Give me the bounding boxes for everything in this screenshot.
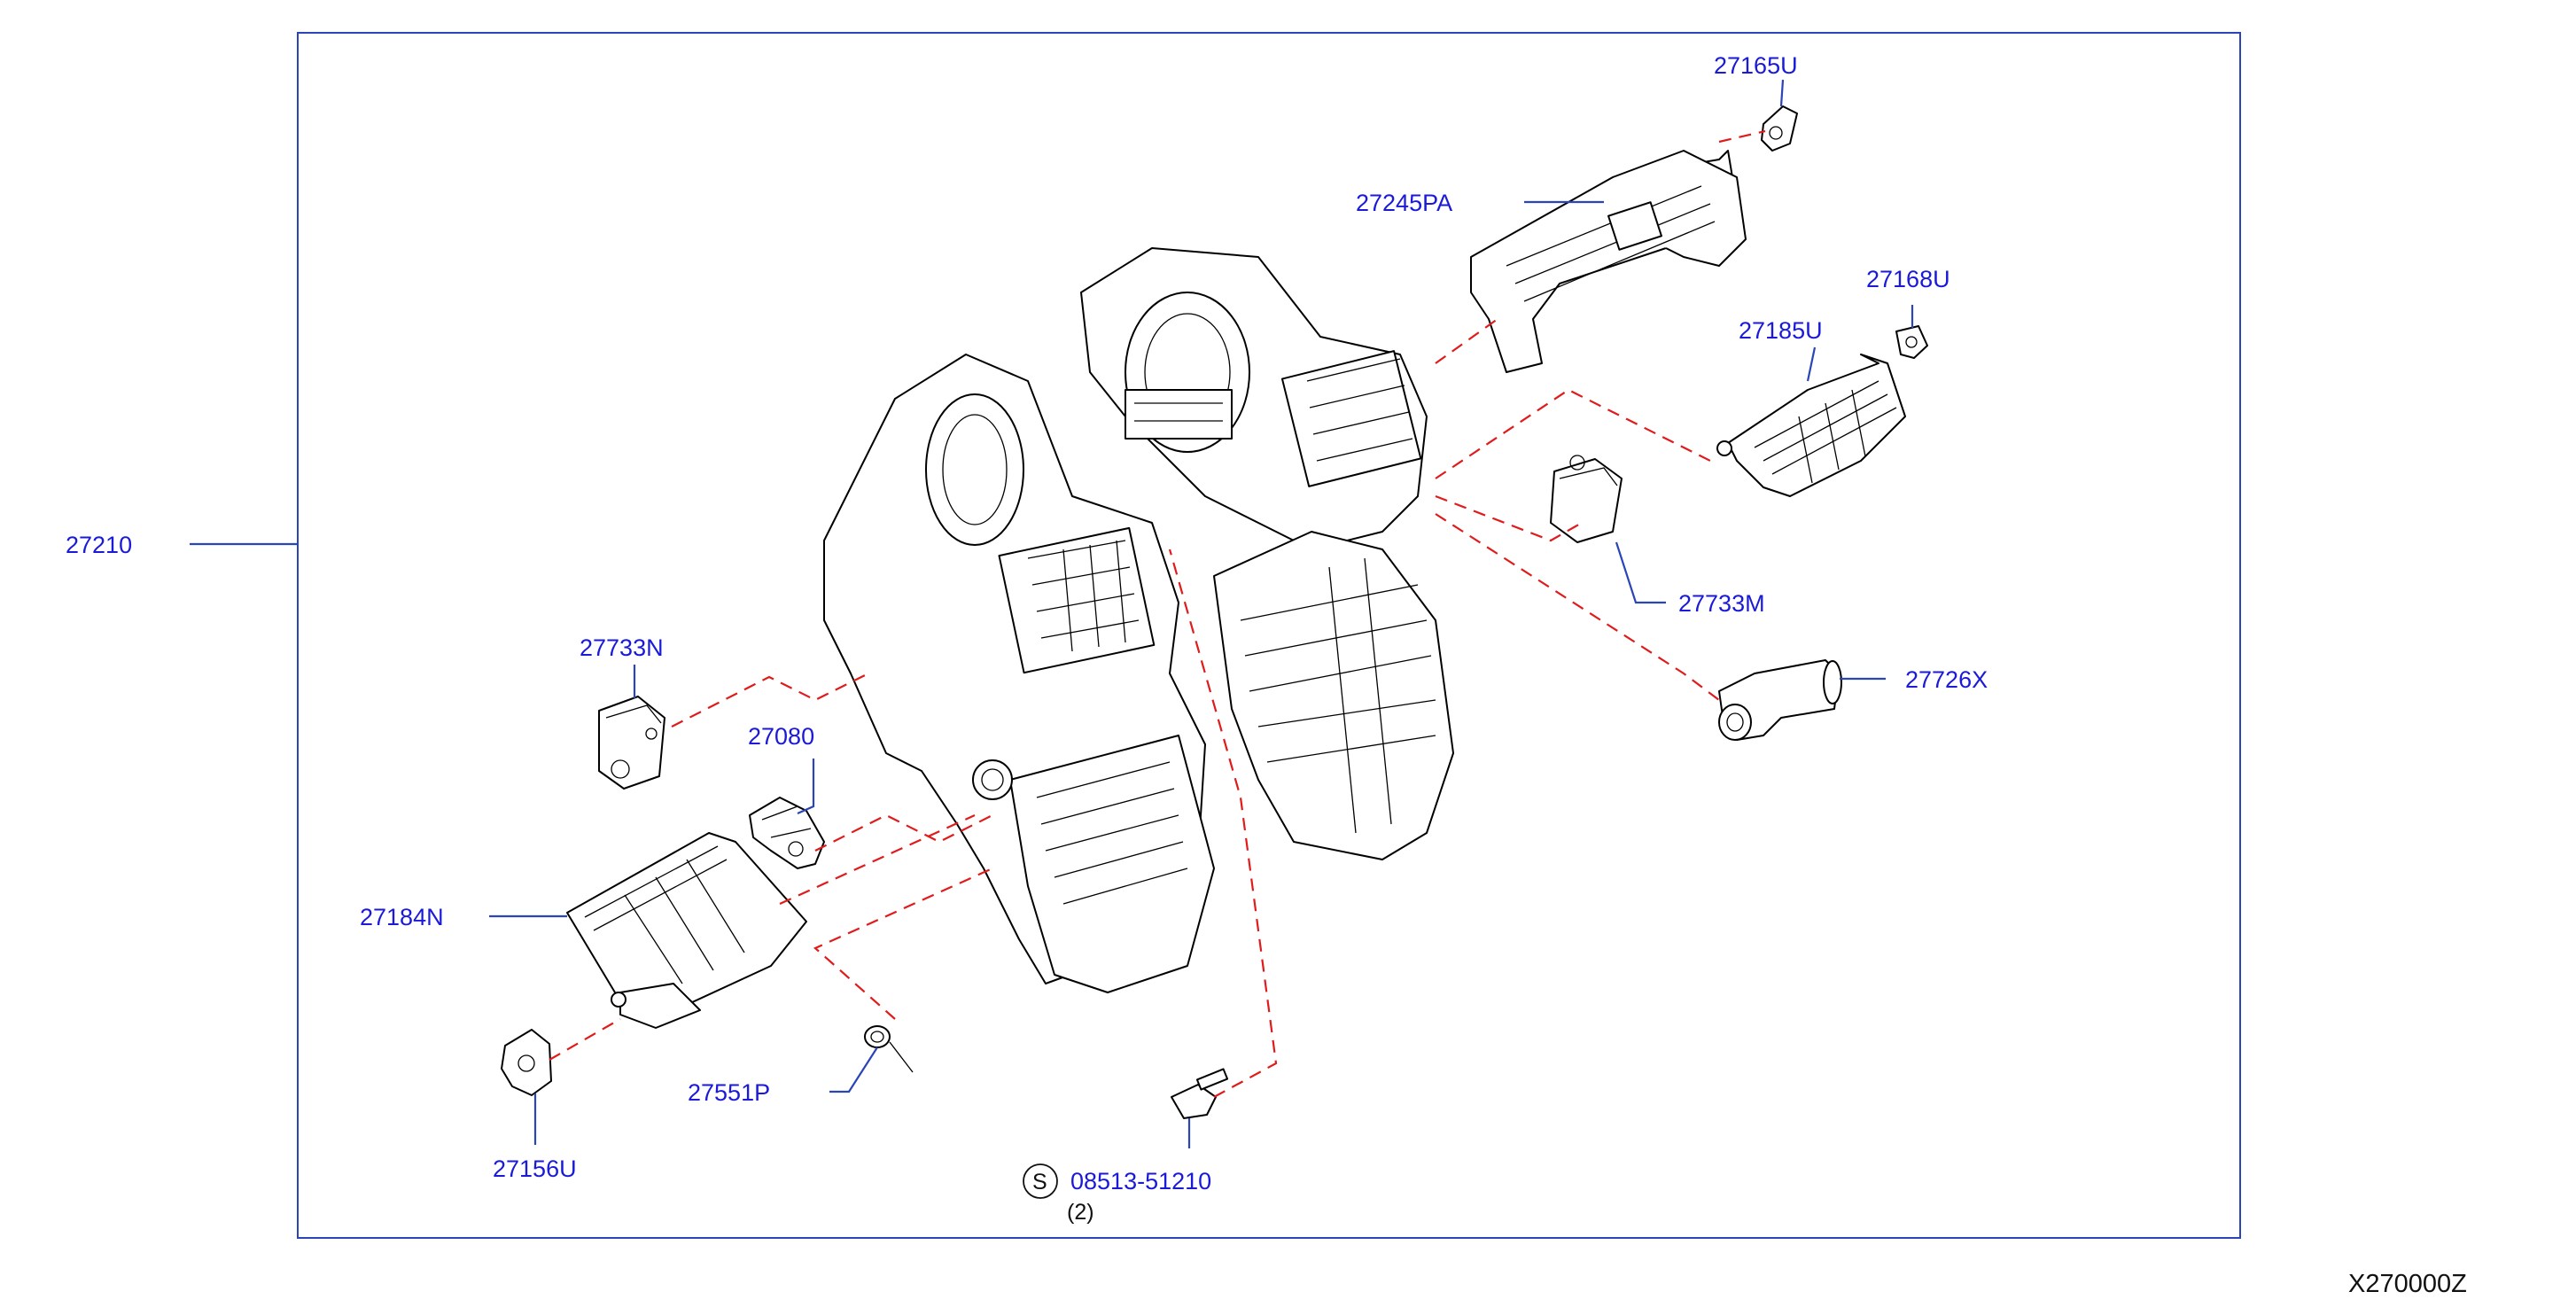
- label-27185U: 27185U: [1739, 317, 1823, 344]
- screw-symbol-circle: [1023, 1163, 1058, 1199]
- label-27165U: 27165U: [1714, 52, 1798, 79]
- sensor-27726X-drawing: [1718, 659, 1842, 741]
- label-27733N: 27733N: [580, 634, 664, 661]
- leader-lines: [489, 79, 1914, 1148]
- label-27184N: 27184N: [360, 904, 444, 930]
- screw-symbol: S: [1032, 1170, 1047, 1194]
- drawing-code: X270000Z: [2348, 1270, 2467, 1298]
- diagram-frame: [297, 32, 2241, 1239]
- screw-08513-51210-drawing: [1171, 1068, 1229, 1119]
- label-27733M: 27733M: [1678, 590, 1765, 617]
- ring-27551P-drawing: [864, 1025, 914, 1073]
- label-08513-51210: 08513-51210: [1070, 1168, 1211, 1194]
- heater-core-27184N-drawing: [566, 832, 807, 1029]
- duct-27245PA-drawing: [1470, 150, 1747, 373]
- label-27156U: 27156U: [493, 1155, 577, 1182]
- clip-27156U-drawing: [501, 1029, 552, 1096]
- label-27245PA: 27245PA: [1356, 190, 1452, 216]
- evaporator-27185U-drawing: [1716, 354, 1906, 497]
- dashed-lines: [549, 129, 1766, 1098]
- actuator-27080-drawing: [749, 797, 825, 869]
- clip-27165U-drawing: [1761, 105, 1798, 152]
- clip-27168U-drawing: [1895, 325, 1928, 359]
- label-27726X: 27726X: [1905, 666, 1988, 693]
- label-27551P: 27551P: [688, 1079, 770, 1106]
- actuator-27733M-drawing: [1550, 455, 1623, 543]
- screw-quantity: (2): [1067, 1200, 1094, 1225]
- label-27168U: 27168U: [1866, 266, 1950, 292]
- label-27080: 27080: [748, 723, 814, 750]
- label-27210: 27210: [66, 532, 132, 558]
- heater-case-drawing: [823, 247, 1454, 993]
- actuator-27733N-drawing: [598, 696, 665, 790]
